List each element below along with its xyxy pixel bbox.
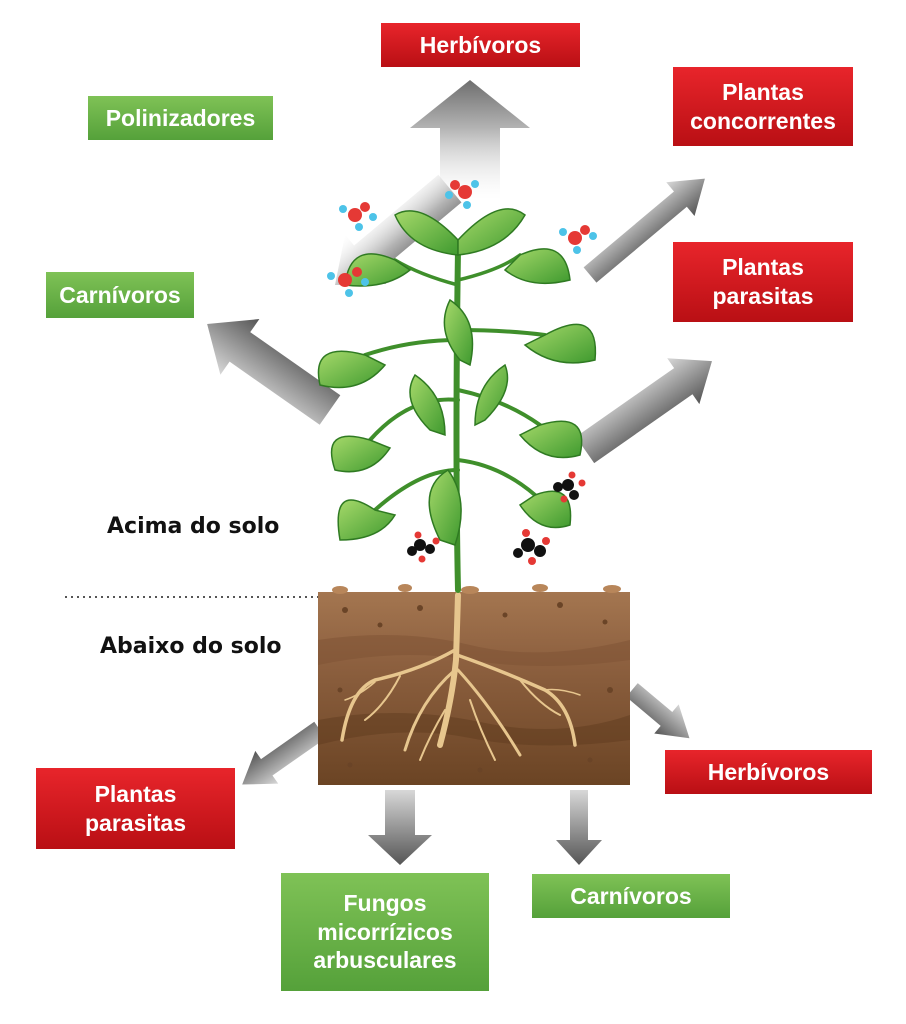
arrow-below-herbivores [626,683,690,739]
label-parasitic-plants-below: Plantas parasitas [36,768,235,849]
zone-label-below: Abaixo do solo [100,634,282,659]
label-pollinators: Polinizadores [88,96,273,140]
molecules-soil-level [407,471,586,565]
label-carnivores-below: Carnívoros [532,874,730,918]
label-mycorrhizal-fungi: Fungos micorrízicos arbusculares [281,873,489,991]
arrow-parasitic-plants [575,358,712,464]
label-parasitic-plants-above: Plantas parasitas [673,242,853,322]
label-competing-plants: Plantas concorrentes [673,67,853,146]
arrow-below-carnivores [556,790,602,865]
arrow-below-fungi [368,790,432,865]
label-carnivores-above: Carnívoros [46,272,194,318]
arrow-competing-plants [583,178,705,283]
label-herbivores-below: Herbívoros [665,750,872,794]
molecules-above [327,180,597,297]
arrow-carnivores [207,319,341,425]
arrow-up-herbivores [410,80,530,200]
soil-block [318,584,630,785]
label-herbivores-above: Herbívoros [381,23,580,67]
plant-illustration [317,208,597,593]
zone-label-above: Acima do solo [107,514,280,539]
arrow-below-parasitic [242,721,326,785]
